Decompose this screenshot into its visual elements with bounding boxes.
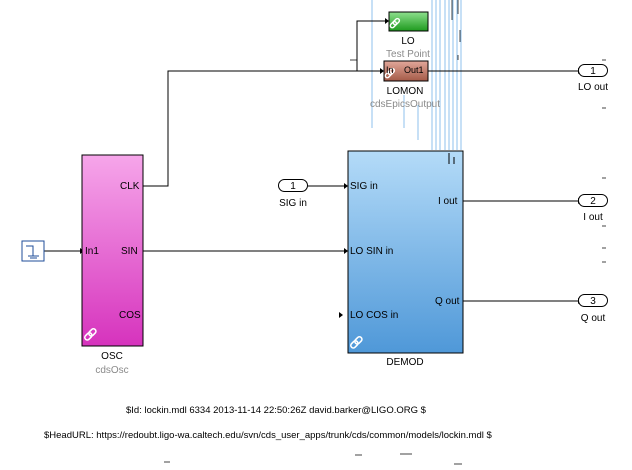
demod-port-lo-sin-in[interactable]: LO SIN in: [350, 246, 394, 257]
svn-id-annotation: $Id: lockin.mdl 6334 2013-11-14 22:50:26…: [126, 405, 426, 416]
demod-port-lo-cos-in[interactable]: LO COS in: [350, 310, 399, 321]
inport-sig-in[interactable]: 1: [278, 179, 308, 192]
lomon-port-out1[interactable]: Out1: [404, 65, 424, 75]
demod-port-i-out[interactable]: I out: [438, 196, 458, 207]
lo-block-name: LO: [401, 36, 415, 47]
outport-lo-out[interactable]: 1: [578, 64, 608, 77]
osc-port-clk[interactable]: CLK: [120, 181, 140, 192]
osc-block[interactable]: [81, 154, 144, 347]
osc-block-type: cdsOsc: [95, 365, 129, 376]
lo-testpoint-block[interactable]: [388, 11, 429, 32]
signal-source-block[interactable]: [21, 240, 45, 262]
outport-i-out[interactable]: 2: [578, 194, 608, 207]
outport-lo-out-label: LO out: [577, 82, 609, 93]
signal-wires: [44, 20, 578, 302]
lomon-block-name: LOMON: [386, 86, 424, 97]
demod-port-sig-in[interactable]: SIG in: [350, 181, 378, 192]
osc-port-cos[interactable]: COS: [119, 310, 141, 321]
inport-sig-in-label: SIG in: [279, 198, 307, 209]
outport-i-out-label: I out: [583, 212, 603, 223]
demod-block-name: DEMOD: [386, 357, 424, 368]
background-artifact-lines: [371, 0, 462, 150]
link-icon: [83, 327, 97, 341]
outport-q-out[interactable]: 3: [578, 294, 608, 307]
svn-headurl-annotation: $HeadURL: https://redoubt.ligo-wa.caltec…: [44, 430, 492, 441]
lo-block-type: Test Point: [386, 49, 430, 60]
lomon-block-type: cdsEpicsOutput: [369, 99, 441, 110]
demod-block[interactable]: [347, 150, 464, 354]
osc-port-sin[interactable]: SIN: [121, 246, 138, 257]
wire-arrowheads: [80, 18, 582, 318]
link-icon: [349, 335, 363, 349]
demod-port-q-out[interactable]: Q out: [435, 296, 460, 307]
demod-top-marks: [448, 153, 455, 164]
background-artifact-marks: [164, 0, 606, 465]
outport-q-out-label: Q out: [580, 313, 606, 324]
osc-port-in1[interactable]: In1: [85, 246, 99, 257]
lomon-block[interactable]: [383, 60, 429, 82]
link-icon: [389, 17, 401, 29]
osc-block-name: OSC: [101, 351, 123, 362]
link-icon: [384, 67, 396, 79]
lomon-port-in[interactable]: In: [386, 65, 394, 75]
